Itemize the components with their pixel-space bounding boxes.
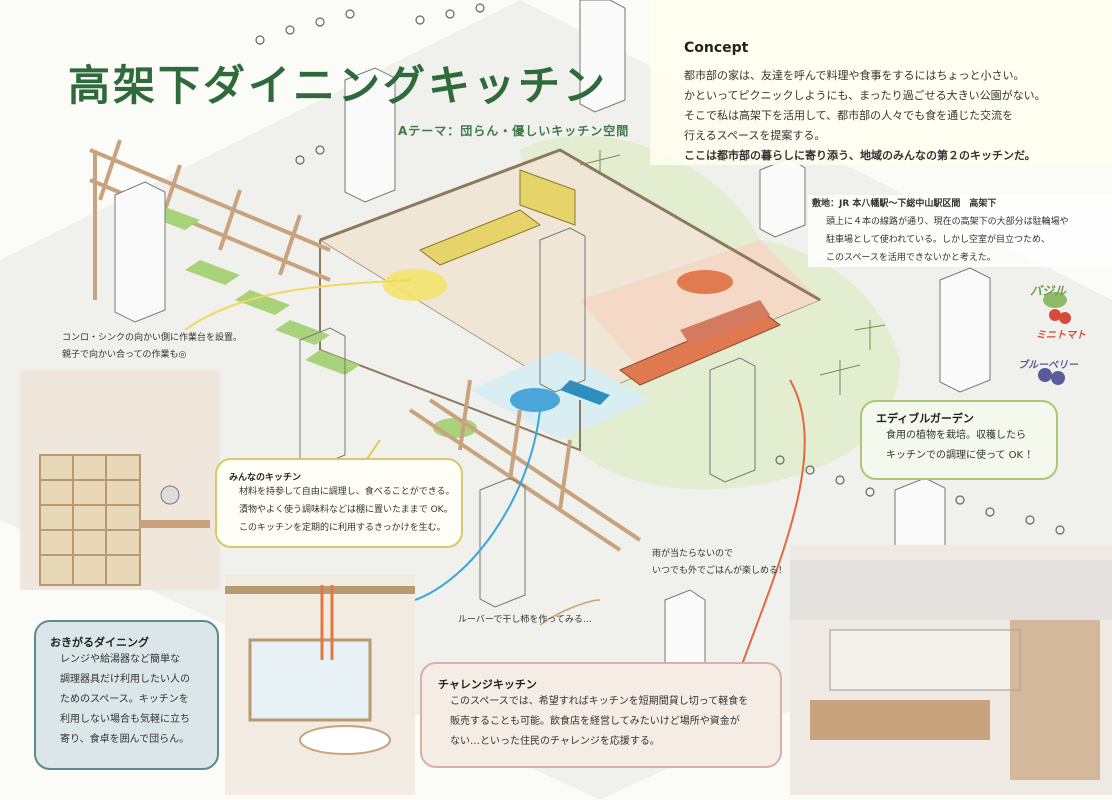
page-subtitle: Aテーマ：団らん・優しいキッチン空間 <box>398 124 630 138</box>
okigaru-line: 寄り、食卓を囲んで団らん。 <box>60 734 190 745</box>
challenge-line: ない…といった住民のチャレンジを応援する。 <box>450 736 660 747</box>
edible-line: キッチンでの調理に使って OK ！ <box>886 450 1037 461</box>
concept-panel: Concept 都市部の家は、友達を呼んで料理や食事をするにはちょっと小さい。 … <box>650 0 1112 165</box>
okigaru-line: 利用しない場合も気軽に立ち <box>60 714 190 725</box>
site-heading: 敷地：JR 本八幡駅〜下総中山駅区間 高架下 <box>812 199 997 209</box>
concept-heading: Concept <box>684 40 749 56</box>
leader-orange <box>739 379 806 671</box>
veg-label-tomato: ミニトマト <box>1036 330 1086 341</box>
concept-line: ここは都市部の暮らしに寄り添う、地域のみんなの第２のキッチンだ。 <box>684 149 1036 162</box>
minna-line: 漬物やよく使う調味料などは棚に置いたままで OK。 <box>239 505 453 515</box>
leader-yellow <box>184 279 411 331</box>
concept-line: 行えるスペースを提案する。 <box>684 129 826 142</box>
concept-line: かといってピクニックしようにも、まったり過ごせる大きい公園がない。 <box>684 89 1046 102</box>
veg-label-blueberry: ブルーベリー <box>1018 360 1078 371</box>
edible-garden-box: エディブルガーデン 食用の植物を栽培。収穫したら キッチンでの調理に使って OK… <box>860 400 1058 480</box>
note-line: 雨が当たらないので <box>652 549 734 559</box>
veg-label-basil: バジル <box>1030 284 1067 298</box>
okigaru-heading: おきがるダイニング <box>50 636 149 649</box>
site-line: 駐車場として使われている。しかし空室が目立つため、 <box>826 235 1051 245</box>
note-line: いつでも外でごはんが楽しめる！ <box>652 566 788 576</box>
okigaru-line: 調理器具だけ利用したい人の <box>60 674 190 685</box>
site-line: 頭上に４本の線路が通り、現在の高架下の大部分は駐輪場や <box>826 217 1069 227</box>
challenge-line: 販売することも可能。飲食店を経営してみたいけど場所や資金が <box>450 716 740 727</box>
challenge-heading: チャレンジキッチン <box>438 678 537 691</box>
concept-line: 都市部の家は、友達を呼んで料理や食事をするにはちょっと小さい。 <box>684 69 1025 82</box>
worktable-note: コンロ・シンクの向かい側に作業台を設置。 親子で向かい合っての作業も◎ <box>62 330 242 364</box>
photo-dining <box>225 575 415 795</box>
photo-shelf <box>20 370 220 590</box>
rain-note: 雨が当たらないので いつでも外でごはんが楽しめる！ <box>652 546 787 580</box>
okigaru-line: ためのスペース。キッチンを <box>60 694 189 705</box>
photo-challenge-kitchen <box>790 545 1112 795</box>
leader-blue <box>414 409 541 601</box>
veg-icons <box>1038 292 1071 385</box>
challenge-kitchen-box: チャレンジキッチン このスペースでは、希望すればキッチンを短期間貸し切って軽食を… <box>420 662 782 768</box>
minna-kitchen-box: みんなのキッチン 材料を持参して自由に調理し、食べることができる。 漬物やよく使… <box>215 458 463 548</box>
note-line: コンロ・シンクの向かい側に作業台を設置。 <box>62 333 243 343</box>
concept-line: そこで私は高架下を活用して、都市部の人々でも食を通じた交流を <box>684 109 1014 122</box>
yellow-counter <box>418 209 542 266</box>
challenge-line: このスペースでは、希望すればキッチンを短期間貸し切って軽食を <box>450 696 749 707</box>
okigaru-line: レンジや給湯器など簡単な <box>60 654 180 665</box>
bicycles <box>255 3 1065 535</box>
page-title: 高架下ダイニングキッチン <box>68 61 609 110</box>
viaduct-columns <box>114 0 991 701</box>
pergola-right <box>408 379 642 552</box>
okigaru-dining-box: おきがるダイニング レンジや給湯器など簡単な 調理器具だけ利用したい人の ための… <box>34 620 219 770</box>
minna-line: 材料を持参して自由に調理し、食べることができる。 <box>239 487 455 497</box>
minna-heading: みんなのキッチン <box>229 473 302 483</box>
minna-line: このキッチンを定期的に利用するきっかけを生む。 <box>239 523 446 533</box>
site-info: 敷地：JR 本八幡駅〜下総中山駅区間 高架下 頭上に４本の線路が通り、現在の高架… <box>808 195 1112 267</box>
edible-heading: エディブルガーデン <box>876 412 974 425</box>
edible-line: 食用の植物を栽培。収穫したら <box>886 430 1026 441</box>
louver-note: ルーバーで干し柿を作ってみる… <box>458 615 592 625</box>
note-line: 親子で向かい合っての作業も◎ <box>62 350 187 360</box>
trees <box>579 150 886 395</box>
site-line: このスペースを活用できないかと考えた。 <box>826 253 996 263</box>
